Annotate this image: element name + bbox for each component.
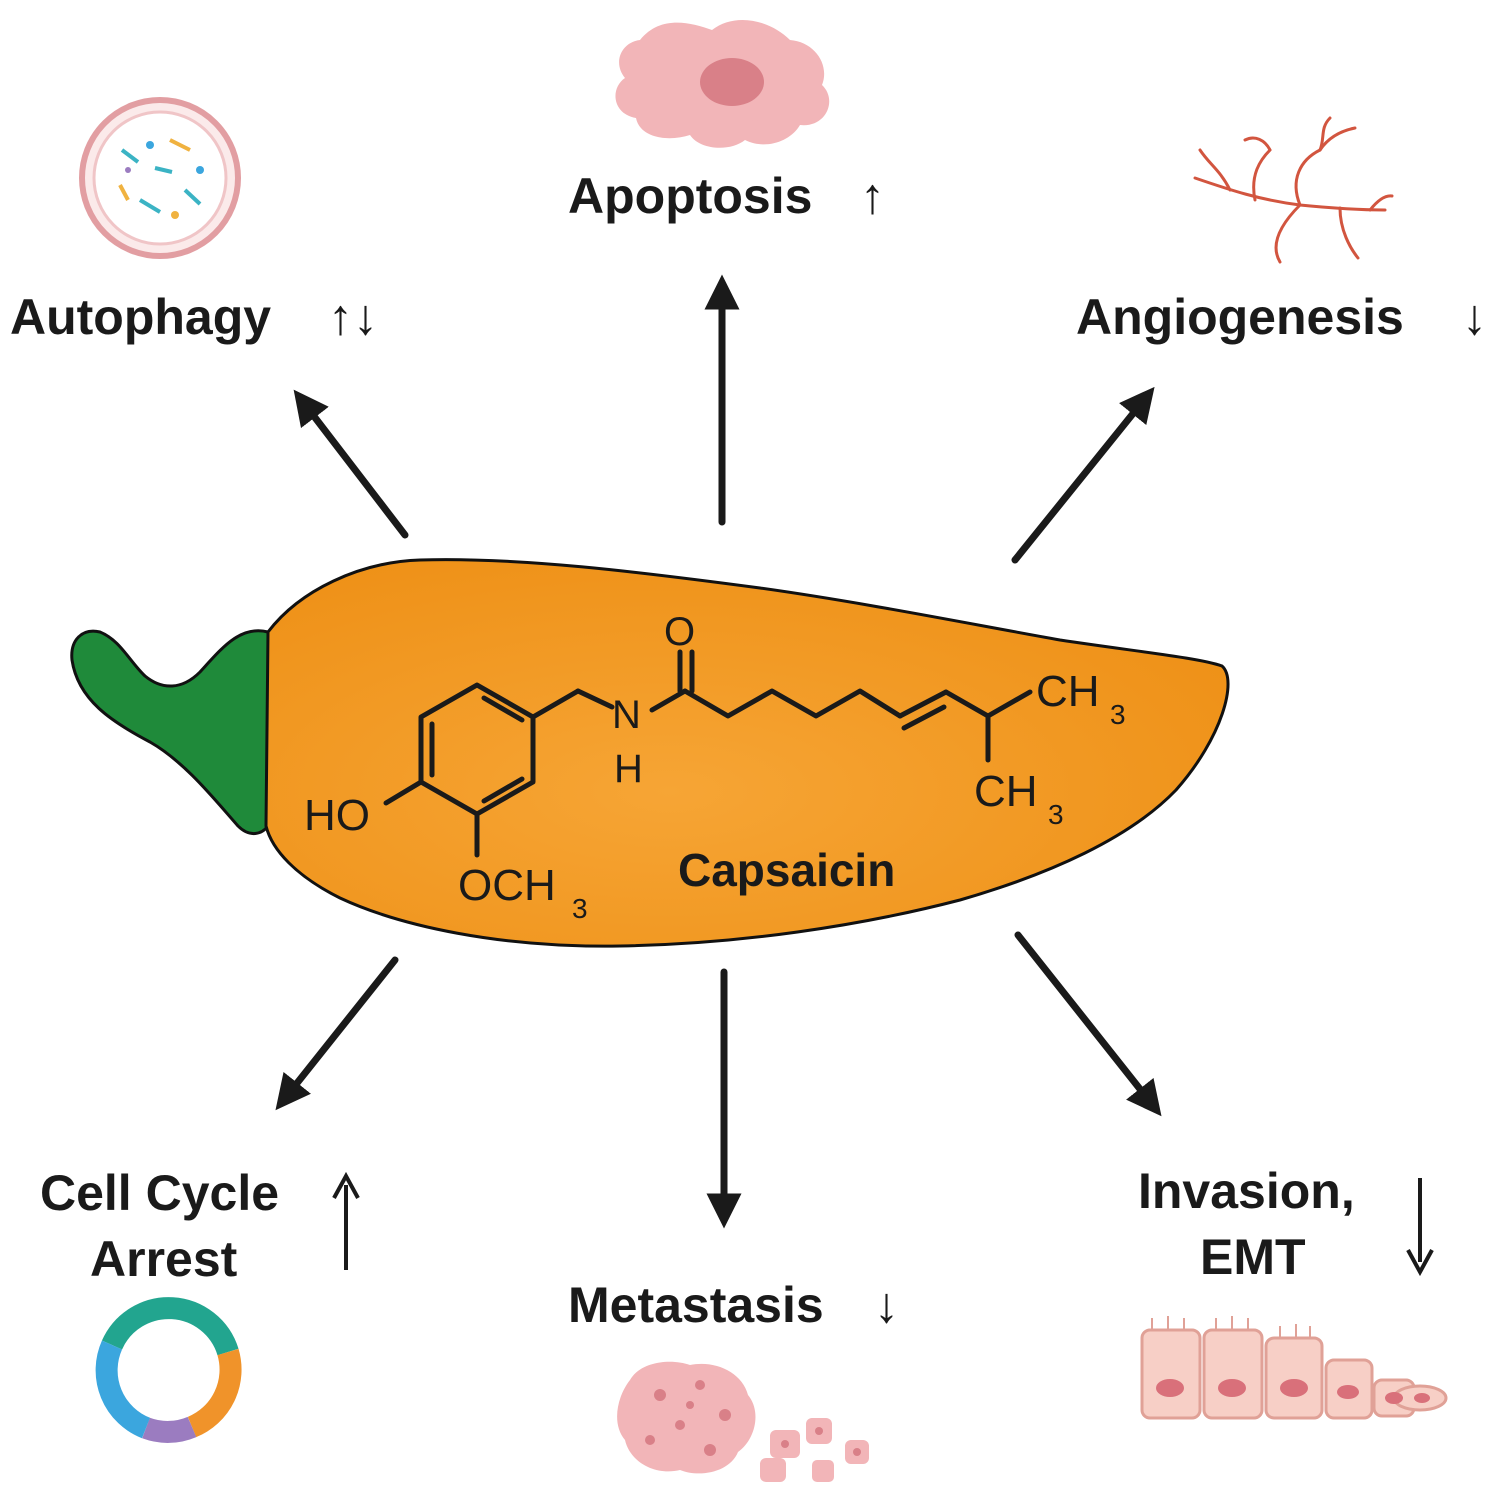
pepper-body xyxy=(264,558,1230,948)
pepper-stem xyxy=(70,629,270,835)
arrow-to-cell-cycle xyxy=(275,956,399,1111)
apoptosis-label: Apoptosis xyxy=(568,168,812,224)
arrow-to-invasion xyxy=(1014,931,1162,1117)
atom-oxygen: O xyxy=(664,610,695,654)
atom-hydrogen: H xyxy=(614,747,643,791)
cell-cycle-label-line1: Cell Cycle xyxy=(40,1165,279,1221)
atom-methoxy-subscript: 3 xyxy=(572,893,588,924)
atom-methyl-bottom-subscript: 3 xyxy=(1048,799,1064,830)
autophagy-direction: ↑↓ xyxy=(328,289,378,345)
angiogenesis-label: Angiogenesis xyxy=(1076,289,1404,345)
metastasis-label: Metastasis xyxy=(568,1277,824,1333)
metastatic-cells-icon xyxy=(617,1361,869,1482)
metastasis-group: Metastasis ↓ xyxy=(568,1277,899,1482)
apoptosis-direction: ↑ xyxy=(860,168,885,224)
invasion-group: Invasion, EMT xyxy=(1138,1163,1448,1420)
invasion-down-arrow xyxy=(1406,1178,1434,1277)
molecule-name: Capsaicin xyxy=(678,844,895,896)
atom-methoxy: OCH xyxy=(458,861,556,910)
autophagy-label: Autophagy xyxy=(10,289,271,345)
atom-methyl-top-subscript: 3 xyxy=(1110,699,1126,730)
arrow-to-angiogenesis xyxy=(1011,386,1155,564)
capsaicin-structure: O N H HO OCH 3 CH 3 CH 3 Capsaicin xyxy=(304,610,1126,924)
arrow-to-autophagy xyxy=(293,389,409,539)
apoptotic-cell-icon xyxy=(615,19,830,148)
cell-cycle-up-arrow xyxy=(332,1171,360,1270)
cell-cycle-ring-icon xyxy=(95,1297,242,1443)
cell-cycle-group: Cell Cycle Arrest xyxy=(40,1165,360,1443)
epithelial-cells-icon xyxy=(1140,1316,1448,1420)
invasion-label-line2: EMT xyxy=(1200,1229,1306,1285)
cell-cycle-label-line2: Arrest xyxy=(90,1231,238,1287)
atom-methyl-bottom: CH xyxy=(974,767,1038,816)
arrows xyxy=(275,274,1162,1229)
autophagosome-icon xyxy=(79,97,241,259)
invasion-label-line1: Invasion, xyxy=(1138,1163,1355,1219)
atom-methyl-top: CH xyxy=(1036,667,1100,716)
blood-vessel-icon xyxy=(1193,116,1394,264)
angiogenesis-group: Angiogenesis ↓ xyxy=(1076,116,1487,345)
atom-hydroxyl: HO xyxy=(304,791,370,840)
apoptosis-group: Apoptosis ↑ xyxy=(568,19,885,224)
autophagy-group: Autophagy ↑↓ xyxy=(10,97,378,345)
atom-nitrogen: N xyxy=(612,693,641,737)
metastasis-direction: ↓ xyxy=(874,1277,899,1333)
angiogenesis-direction: ↓ xyxy=(1462,289,1487,345)
chili-pepper xyxy=(70,558,1230,948)
